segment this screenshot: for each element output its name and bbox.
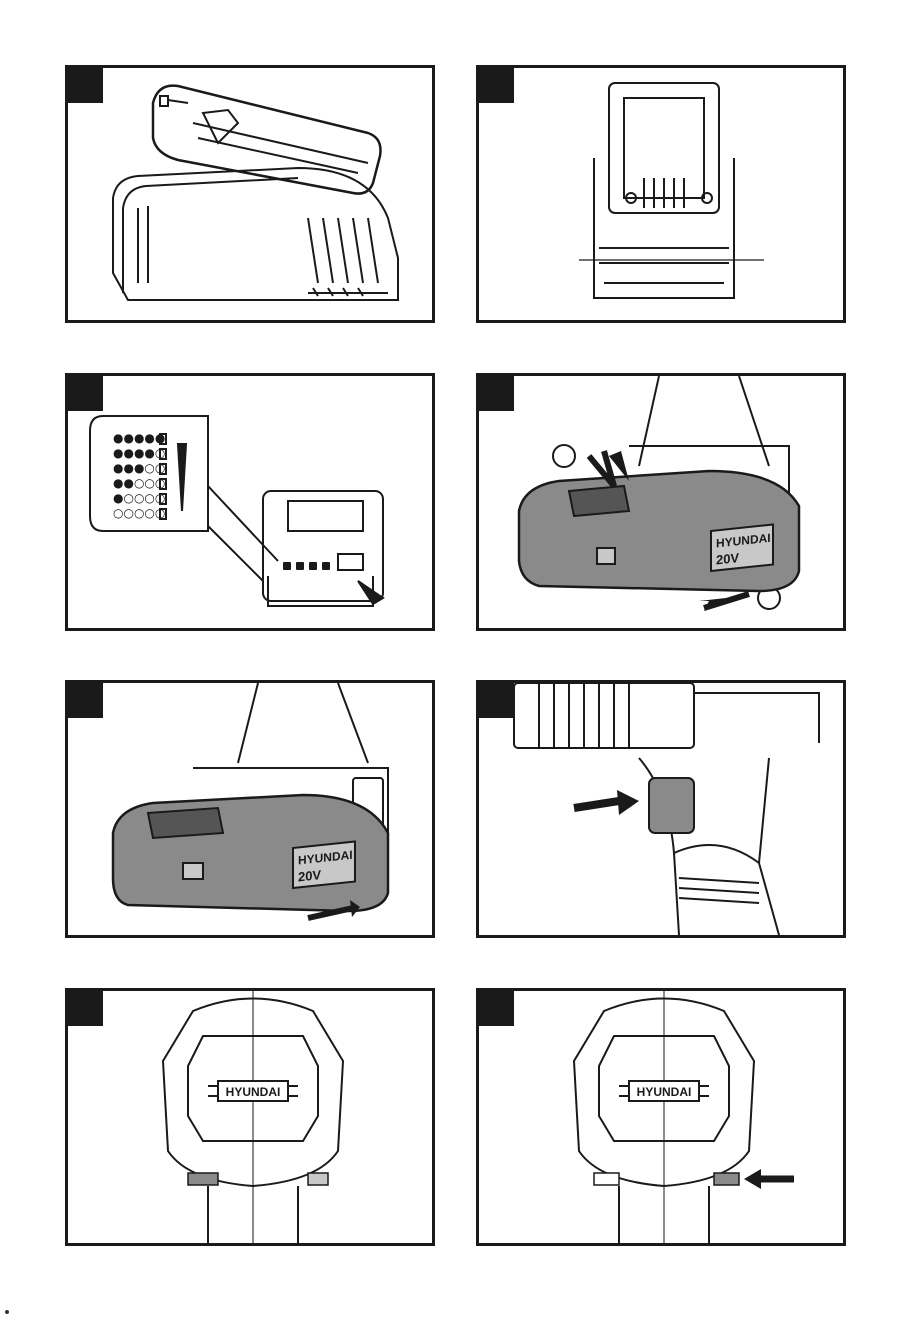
figure-panel-1 xyxy=(65,65,435,323)
battery-voltage-label: 20V xyxy=(298,867,321,884)
step-marker-1 xyxy=(553,445,575,467)
rear-view-arrow-illustration: HYUNDAI xyxy=(479,991,843,1243)
battery-voltage-label: 20V xyxy=(716,550,739,567)
indicator-row-3: ●●●○○ xyxy=(113,461,165,475)
page-corner-mark xyxy=(5,1310,9,1314)
brand-logo-text: HYUNDAI xyxy=(226,1085,281,1099)
brand-logo-text: HYUNDAI xyxy=(637,1085,692,1099)
trigger-illustration xyxy=(479,683,843,935)
figure-panel-3: ●●●●● ●●●●○ ●●●○○ ●●○○○ ●○○○○ ○○○○○ xyxy=(65,373,435,631)
battery-on-charger-illustration xyxy=(68,68,432,320)
rear-view-illustration: HYUNDAI xyxy=(68,991,432,1243)
indicator-row-4: ●●○○○ xyxy=(113,476,165,490)
battery-indicator-illustration: ●●●●● ●●●●○ ●●●○○ ●●○○○ ●○○○○ ○○○○○ xyxy=(68,376,432,628)
insert-battery-illustration: HYUNDAI 20V xyxy=(68,683,432,935)
figure-panel-4: HYUNDAI 20V xyxy=(476,373,846,631)
figure-panel-7: HYUNDAI xyxy=(65,988,435,1246)
indicator-row-2: ●●●●○ xyxy=(113,446,165,460)
charger-front-illustration xyxy=(479,68,843,320)
figure-panel-6 xyxy=(476,680,846,938)
indicator-row-1: ●●●●● xyxy=(113,431,165,445)
indicator-row-6: ○○○○○ xyxy=(113,506,165,520)
figure-panel-2 xyxy=(476,65,846,323)
figure-panel-5: HYUNDAI 20V xyxy=(65,680,435,938)
figure-panel-8: HYUNDAI xyxy=(476,988,846,1246)
indicator-row-5: ●○○○○ xyxy=(113,491,165,505)
remove-battery-illustration: HYUNDAI 20V xyxy=(479,376,843,628)
